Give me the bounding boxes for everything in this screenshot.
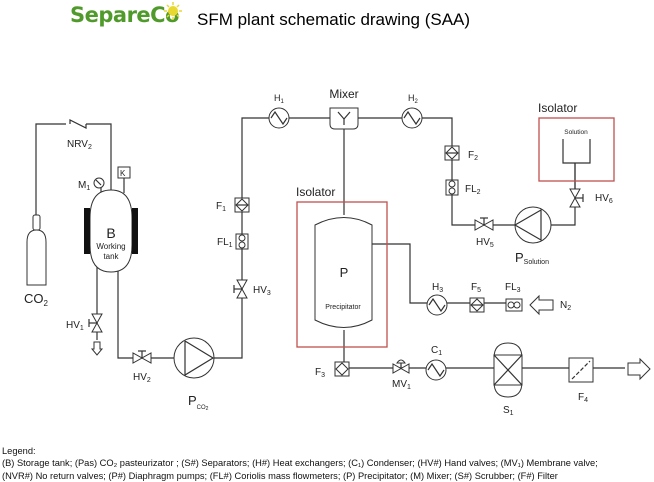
- flowmeter-fl2-icon: [445, 179, 459, 196]
- n2-label: N2: [560, 300, 571, 312]
- pco2-label: PCO2: [188, 393, 209, 412]
- isolator-solution-box: [538, 117, 615, 182]
- solution-vessel-icon: [562, 139, 591, 164]
- co2-label: CO2: [24, 291, 49, 308]
- legend-heading: Legend:: [2, 446, 36, 456]
- legend: Legend: (B) Storage tank; (Pas) CO₂ past…: [2, 445, 598, 482]
- hv5-label: HV5: [476, 237, 494, 249]
- h1-label: H1: [274, 93, 285, 105]
- hand-valve-hv6-icon: [569, 188, 584, 208]
- heat-exchanger-h3-icon: [426, 294, 448, 316]
- s1-label: S1: [503, 405, 514, 417]
- co2-pump-icon: [173, 337, 215, 379]
- mixer-label: Mixer: [329, 87, 358, 101]
- fl2-label: FL2: [465, 184, 481, 196]
- flowmeter-fl1-icon: [235, 233, 249, 250]
- heat-exchanger-h1-icon: [268, 107, 290, 129]
- fl1-label: FL1: [217, 237, 233, 249]
- page-title: SFM plant schematic drawing (SAA): [197, 10, 471, 29]
- hand-valve-hv3-icon: [233, 279, 248, 299]
- isolator-mid-label: Isolator: [296, 185, 335, 199]
- psolution-label: PSolution: [515, 250, 549, 266]
- precipitator-name: Precipitator: [325, 304, 361, 311]
- hand-valve-hv2-icon: [132, 350, 152, 364]
- solution-label: Solution: [564, 129, 588, 136]
- mixer-icon: [329, 107, 359, 130]
- tank-name-line2: tank: [103, 252, 119, 261]
- separator-s1-icon: [493, 342, 523, 398]
- filter-f2-icon: [444, 145, 460, 161]
- hv2-label: HV2: [133, 372, 151, 384]
- filter-f3-icon: [334, 361, 350, 377]
- fl3-label: FL3: [505, 282, 521, 294]
- membrane-valve-mv1-icon: [392, 359, 410, 374]
- heat-exchanger-h2-icon: [401, 107, 423, 129]
- working-tank: [84, 166, 138, 273]
- f1-label: F1: [216, 201, 226, 213]
- filter-f5-icon: [469, 297, 485, 313]
- legend-line-1: (B) Storage tank; (Pas) CO₂ pasteurizato…: [2, 458, 598, 469]
- f5-label: F5: [471, 282, 481, 294]
- n2-inlet-arrow-icon: [529, 294, 554, 316]
- logo-text: SepareCo: [70, 3, 180, 27]
- no-return-valve-icon: [66, 119, 87, 129]
- hand-valve-hv1-icon: [88, 313, 104, 356]
- outlet-arrow-icon: [627, 357, 651, 381]
- co2-cylinder: [26, 214, 47, 286]
- hv6-label: HV6: [595, 193, 613, 205]
- sun-icon: [164, 2, 182, 20]
- f2-label: F2: [468, 150, 478, 162]
- c1-label: C1: [431, 345, 442, 357]
- isolator-precipitator-box: [296, 201, 388, 348]
- filter-f1-icon: [234, 197, 250, 213]
- precipitator-letter: P: [340, 265, 349, 280]
- precipitator-vessel: [314, 217, 373, 328]
- hv1-label: HV1: [66, 320, 84, 332]
- nrv2-label: NRV2: [67, 139, 92, 151]
- separeco-logo: SepareCo: [70, 3, 180, 27]
- filter-f4-icon: [568, 357, 594, 383]
- hand-valve-hv5-icon: [474, 217, 494, 231]
- isolator-top-label: Isolator: [538, 101, 577, 115]
- h2-label: H2: [408, 93, 419, 105]
- hv3-label: HV3: [253, 285, 271, 297]
- f4-label: F4: [578, 392, 588, 404]
- tank-name-line1: Working: [96, 242, 125, 251]
- tank-letter: B: [106, 225, 115, 241]
- f3-label: F3: [315, 367, 325, 379]
- mv1-label: MV1: [392, 379, 411, 391]
- k-label: K: [120, 169, 126, 178]
- h3-label: H3: [432, 282, 443, 294]
- solution-pump-icon: [514, 206, 552, 244]
- condenser-c1-icon: [425, 359, 447, 381]
- flowmeter-fl3-icon: [505, 298, 523, 312]
- legend-line-2: (NVR#) No return valves; (P#) Diaphragm …: [2, 470, 558, 481]
- m1-label: M1: [78, 180, 90, 192]
